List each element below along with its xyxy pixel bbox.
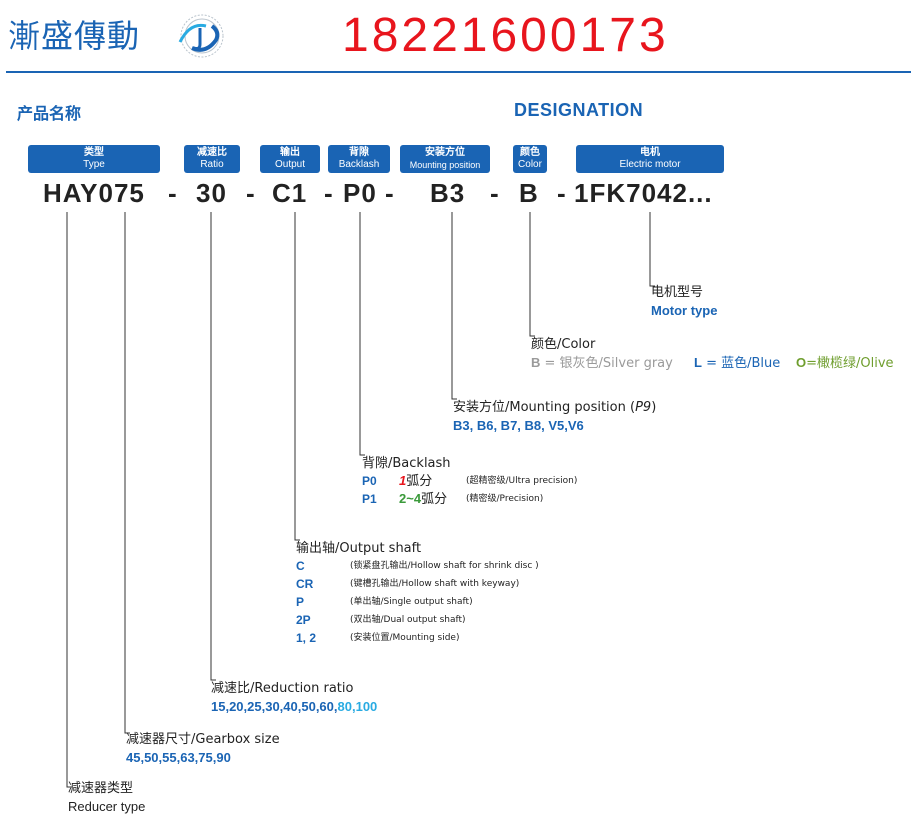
code-output: C1 bbox=[272, 178, 308, 208]
box-type: 类型 Type bbox=[28, 145, 160, 173]
color-opt2-text: = 蓝色/Blue bbox=[701, 356, 781, 371]
output-row-code: 1, 2 bbox=[296, 631, 317, 645]
size-label: 减速器尺寸/Gearbox size bbox=[126, 732, 280, 747]
size-values: 45,50,55,63,75,90 bbox=[126, 750, 231, 765]
motor-label: 电机型号 bbox=[651, 285, 704, 300]
mounting-label-ref: P9 bbox=[635, 400, 652, 415]
code-dash: - bbox=[246, 178, 255, 208]
backlash-row-desc: (超精密级/Ultra precision) bbox=[466, 476, 578, 486]
leader-color bbox=[529, 212, 535, 337]
leader-output bbox=[294, 212, 300, 541]
leader-mounting bbox=[451, 212, 457, 400]
motor-value: Motor type bbox=[651, 303, 718, 318]
color-opt3-text: =橄榄绿/Olive bbox=[806, 356, 894, 371]
output-row-code: C bbox=[296, 559, 305, 573]
output-row-desc: (锁紧盘孔输出/Hollow shaft for shrink disc ) bbox=[350, 561, 539, 571]
backlash-row-desc: (精密级/Precision) bbox=[466, 494, 544, 504]
color-opt1-code: B bbox=[531, 355, 541, 370]
ratio-values-alt: 80,100 bbox=[337, 699, 378, 714]
color-opt2-code: L bbox=[694, 355, 702, 370]
mounting-values: B3, B6, B7, B8, V5,V6 bbox=[453, 418, 584, 433]
box-motor-en: Electric motor bbox=[619, 159, 681, 170]
box-backlash-cn: 背隙 bbox=[349, 147, 369, 158]
reducer-label-cn: 减速器类型 bbox=[68, 781, 134, 796]
leader-motor bbox=[649, 212, 655, 287]
box-ratio: 减速比 Ratio bbox=[184, 145, 240, 173]
box-mounting-en: Mounting position bbox=[409, 160, 481, 170]
brand-logo-icon bbox=[178, 14, 224, 58]
code-color: B bbox=[519, 178, 539, 208]
color-opt3-code: O bbox=[796, 355, 807, 370]
output-row-desc: (单出轴/Single output shaft) bbox=[350, 597, 473, 607]
output-label: 输出轴/Output shaft bbox=[296, 541, 422, 556]
color-options: B = 银灰色/Silver gray bbox=[531, 354, 673, 373]
code-backlash: P0 bbox=[343, 178, 377, 208]
leader-gearbox-size bbox=[124, 212, 130, 734]
code-dash: - bbox=[168, 178, 177, 208]
mounting-label-text: 安装方位/Mounting position ( bbox=[453, 400, 636, 415]
box-ratio-cn: 减速比 bbox=[197, 147, 227, 158]
backlash-row-value: 2~4弧分 bbox=[399, 490, 447, 509]
mounting-label: 安装方位/Mounting position (P9) bbox=[453, 399, 656, 417]
box-motor: 电机 Electric motor bbox=[576, 145, 724, 173]
ratio-label: 减速比/Reduction ratio bbox=[211, 681, 354, 696]
brand-name: 漸盛傳動 bbox=[8, 17, 141, 55]
backlash-row-code: P1 bbox=[362, 492, 377, 506]
box-type-cn: 类型 bbox=[84, 147, 104, 158]
color-label: 颜色/Color bbox=[531, 337, 596, 352]
box-color-cn: 颜色 bbox=[520, 147, 540, 158]
color-opt1-text: = 银灰色/Silver gray bbox=[540, 356, 673, 371]
box-type-en: Type bbox=[83, 159, 105, 170]
box-mounting: 安装方位 Mounting position bbox=[400, 145, 490, 173]
leader-backlash bbox=[359, 212, 365, 456]
code-dash: - bbox=[557, 178, 566, 208]
box-mounting-cn: 安装方位 bbox=[425, 147, 465, 158]
box-backlash-en: Backlash bbox=[338, 159, 380, 170]
backlash-row-value: 1弧分 bbox=[399, 472, 432, 491]
backlash-row-unit: 弧分 bbox=[421, 492, 448, 507]
color-option-blue: L = 蓝色/Blue bbox=[694, 354, 780, 373]
code-dash: - bbox=[490, 178, 499, 208]
box-color: 颜色 Color bbox=[513, 145, 547, 173]
code-ratio: 30 bbox=[196, 178, 227, 208]
output-row-code: CR bbox=[296, 577, 314, 591]
box-backlash: 背隙 Backlash bbox=[328, 145, 390, 173]
backlash-row-num: 2~4 bbox=[399, 491, 422, 506]
backlash-row-unit: 弧分 bbox=[406, 474, 433, 489]
ratio-values-main: 15,20,25,30,40,50,60, bbox=[211, 699, 338, 714]
output-row-code: 2P bbox=[296, 613, 311, 627]
output-row-code: P bbox=[296, 595, 305, 609]
code-mounting: B3 bbox=[430, 178, 466, 208]
box-output-cn: 输出 bbox=[280, 147, 300, 158]
box-color-en: Color bbox=[518, 159, 542, 170]
phone-number: 18221600173 bbox=[342, 9, 669, 62]
reducer-label-en: Reducer type bbox=[68, 799, 146, 814]
color-option-olive: O=橄榄绿/Olive bbox=[796, 354, 894, 373]
code-motor: 1FK7042... bbox=[574, 178, 713, 208]
box-motor-cn: 电机 bbox=[640, 147, 660, 158]
backlash-row-num: 1 bbox=[399, 473, 407, 488]
title-cn: 产品名称 bbox=[17, 104, 82, 123]
header-divider bbox=[6, 71, 911, 73]
code-type: HAY075 bbox=[43, 178, 145, 208]
leader-ratio bbox=[210, 212, 216, 681]
box-output: 输出 Output bbox=[260, 145, 320, 173]
code-dash: - bbox=[324, 178, 333, 208]
leader-reducer-type bbox=[66, 212, 72, 788]
backlash-row-code: P0 bbox=[362, 474, 377, 488]
title-designation: DESIGNATION bbox=[514, 100, 644, 120]
ratio-values: 15,20,25,30,40,50,60,80,100 bbox=[211, 698, 377, 716]
code-dash: - bbox=[385, 178, 394, 208]
mounting-label-close: ) bbox=[651, 400, 657, 415]
output-row-desc: (键槽孔输出/Hollow shaft with keyway) bbox=[350, 579, 520, 589]
backlash-label: 背隙/Backlash bbox=[362, 456, 451, 471]
output-row-desc: (安装位置/Mounting side) bbox=[350, 633, 460, 643]
output-row-desc: (双出轴/Dual output shaft) bbox=[350, 615, 466, 625]
box-output-en: Output bbox=[274, 159, 306, 170]
box-ratio-en: Ratio bbox=[200, 159, 224, 170]
